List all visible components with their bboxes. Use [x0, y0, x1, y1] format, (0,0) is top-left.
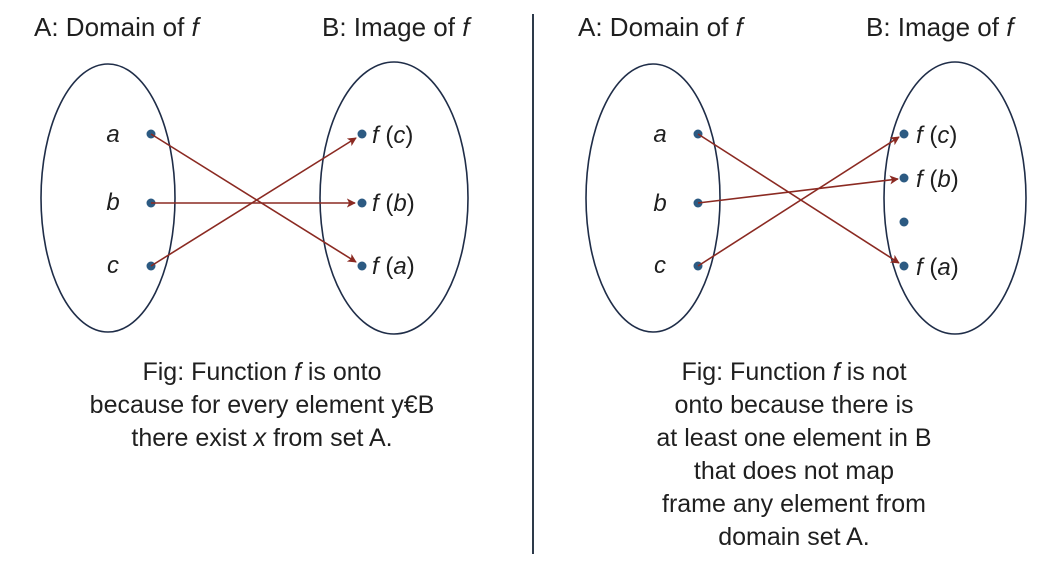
mapping-arrow-b	[697, 175, 899, 204]
domain-title-text: A: Domain of	[34, 12, 192, 42]
caption-line: Fig: Function f is onto	[24, 356, 500, 389]
panel-divider	[532, 14, 534, 554]
onto-caption: Fig: Function f is onto because for ever…	[24, 356, 500, 455]
image-element-dot	[357, 198, 367, 208]
image-element-label: f (c)	[916, 122, 957, 149]
image-element-dot	[357, 129, 367, 139]
mapping-arrow-a	[150, 133, 357, 263]
caption-line: onto because there is	[674, 391, 914, 419]
domain-set-ellipse	[585, 63, 721, 333]
not-onto-mapping-diagram: a b c f (c) f (b) f (a)	[585, 61, 1027, 335]
caption-fn: f	[832, 358, 840, 386]
image-set-ellipse	[319, 61, 469, 335]
not-onto-caption: Fig: Function f is not onto because ther…	[554, 356, 1034, 554]
caption-text: is onto	[300, 358, 382, 386]
caption-line: Fig: Function f is not	[554, 356, 1034, 389]
image-element-label: f (b)	[372, 190, 415, 217]
image-element-dot	[899, 129, 909, 139]
caption-line: that does not map	[693, 457, 895, 485]
image-title-fn: f	[1006, 12, 1014, 42]
caption-text: there exist	[131, 424, 254, 452]
domain-title: A: Domain of f	[578, 10, 743, 44]
caption-line: at least one element in B	[656, 424, 932, 452]
image-element-label: f (b)	[916, 166, 959, 193]
domain-element-label: c	[107, 252, 119, 279]
mapping-arrow-c	[150, 137, 357, 267]
domain-title-text: A: Domain of	[578, 12, 736, 42]
mapping-arrow-a	[697, 133, 900, 264]
image-set-ellipse	[883, 61, 1027, 335]
caption-line: domain set A.	[718, 523, 870, 551]
caption-text: is not	[839, 358, 907, 386]
onto-mapping-diagram: a b c f (c) f (b) f (a)	[40, 61, 469, 335]
image-title-text: B: Image of	[322, 12, 463, 42]
not-onto-diagram-panel: A: Domain of f B: Image of f a b c f (c)…	[532, 0, 1056, 564]
caption-text: Fig: Function	[681, 358, 833, 386]
onto-diagram-panel: A: Domain of f B: Image of f a b c f (c)…	[24, 10, 500, 455]
domain-element-label: c	[654, 252, 666, 279]
caption-text: from set A.	[266, 424, 393, 452]
caption-text: Fig: Function	[142, 358, 294, 386]
caption-var: x	[253, 424, 267, 452]
image-title: B: Image of f	[866, 10, 1013, 44]
image-title-text: B: Image of	[866, 12, 1007, 42]
image-element-label: f (c)	[372, 122, 413, 149]
mapping-arrow-c	[697, 136, 900, 267]
image-element-dot	[899, 173, 909, 183]
domain-element-label: b	[106, 189, 119, 216]
image-title: B: Image of f	[322, 10, 469, 44]
image-element-dot	[899, 261, 909, 271]
caption-line: frame any element from	[662, 490, 926, 518]
caption-fn: f	[293, 358, 301, 386]
domain-element-label: b	[653, 190, 666, 217]
domain-title: A: Domain of f	[34, 10, 199, 44]
image-element-dot	[357, 261, 367, 271]
domain-title-fn: f	[735, 12, 743, 42]
caption-line: there exist x from set A.	[24, 422, 500, 455]
image-element-label: f (a)	[916, 254, 959, 281]
domain-element-label: a	[653, 121, 666, 148]
domain-title-fn: f	[191, 12, 199, 42]
domain-set-ellipse	[40, 63, 176, 333]
image-title-fn: f	[462, 12, 470, 42]
unmapped-image-element-dot	[899, 217, 909, 227]
caption-line: because for every element y€B	[89, 391, 435, 419]
image-element-label: f (a)	[372, 253, 415, 280]
domain-element-label: a	[106, 121, 119, 148]
